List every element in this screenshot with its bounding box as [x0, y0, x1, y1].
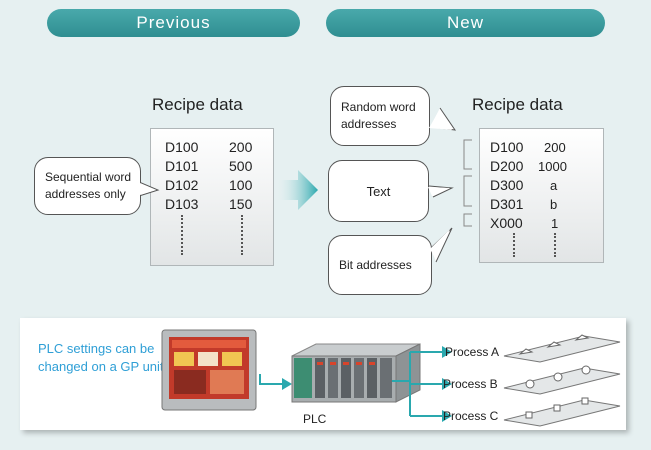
plc-panel: PLC settings can be changed on a GP unit… — [20, 318, 626, 430]
process-a-label: Process A — [445, 345, 500, 359]
continuation-dots — [241, 215, 243, 255]
table-row: 500 — [229, 158, 253, 174]
table-row: 150 — [229, 196, 253, 212]
table-row: D100 — [165, 139, 199, 155]
previous-recipe-table: D100 200 D101 500 D102 100 D103 150 — [150, 128, 274, 266]
previous-recipe-title: Recipe data — [152, 95, 243, 114]
bit-address-callout: Bit addresses — [328, 235, 432, 295]
plc-icon — [291, 343, 421, 403]
new-recipe-table: D100 200 D200 1000 D300 a D301 b X000 1 — [479, 128, 604, 263]
table-row: 1000 — [538, 159, 567, 174]
table-row: D100 — [490, 139, 524, 155]
table-row: D200 — [490, 158, 524, 174]
branch-arrows — [392, 346, 452, 422]
table-row: 200 — [544, 140, 566, 155]
grouping-brackets — [463, 139, 472, 227]
new-recipe-title: Recipe data — [472, 95, 563, 114]
table-row: D102 — [165, 177, 199, 193]
previous-header: Previous — [47, 9, 300, 37]
right-arrow-icon — [276, 170, 318, 210]
table-row: b — [550, 197, 558, 212]
sequential-callout: Sequential word addresses only — [34, 157, 141, 215]
process-c-label: Process C — [443, 409, 499, 423]
table-row: a — [550, 178, 558, 193]
plc-label: PLC — [303, 412, 327, 426]
table-row: 200 — [229, 139, 253, 155]
conveyor-icons — [503, 334, 621, 427]
table-row: 1 — [551, 216, 559, 231]
table-row: D301 — [490, 196, 524, 212]
continuation-dots — [181, 215, 183, 255]
new-header: New — [326, 9, 605, 37]
plc-settings-text: PLC settings can be changed on a GP unit… — [38, 341, 168, 374]
gp-unit-icon — [161, 329, 257, 411]
continuation-dots — [513, 233, 515, 257]
table-row: D101 — [165, 158, 199, 174]
table-row: X000 — [490, 215, 523, 231]
table-row: D103 — [165, 196, 199, 212]
continuation-dots — [554, 233, 556, 257]
random-word-callout: Random word addresses — [330, 86, 430, 146]
table-row: D300 — [490, 177, 524, 193]
arrow-icon — [259, 374, 292, 390]
text-callout: Text — [328, 160, 429, 222]
table-row: 100 — [229, 177, 253, 193]
process-b-label: Process B — [443, 377, 498, 391]
